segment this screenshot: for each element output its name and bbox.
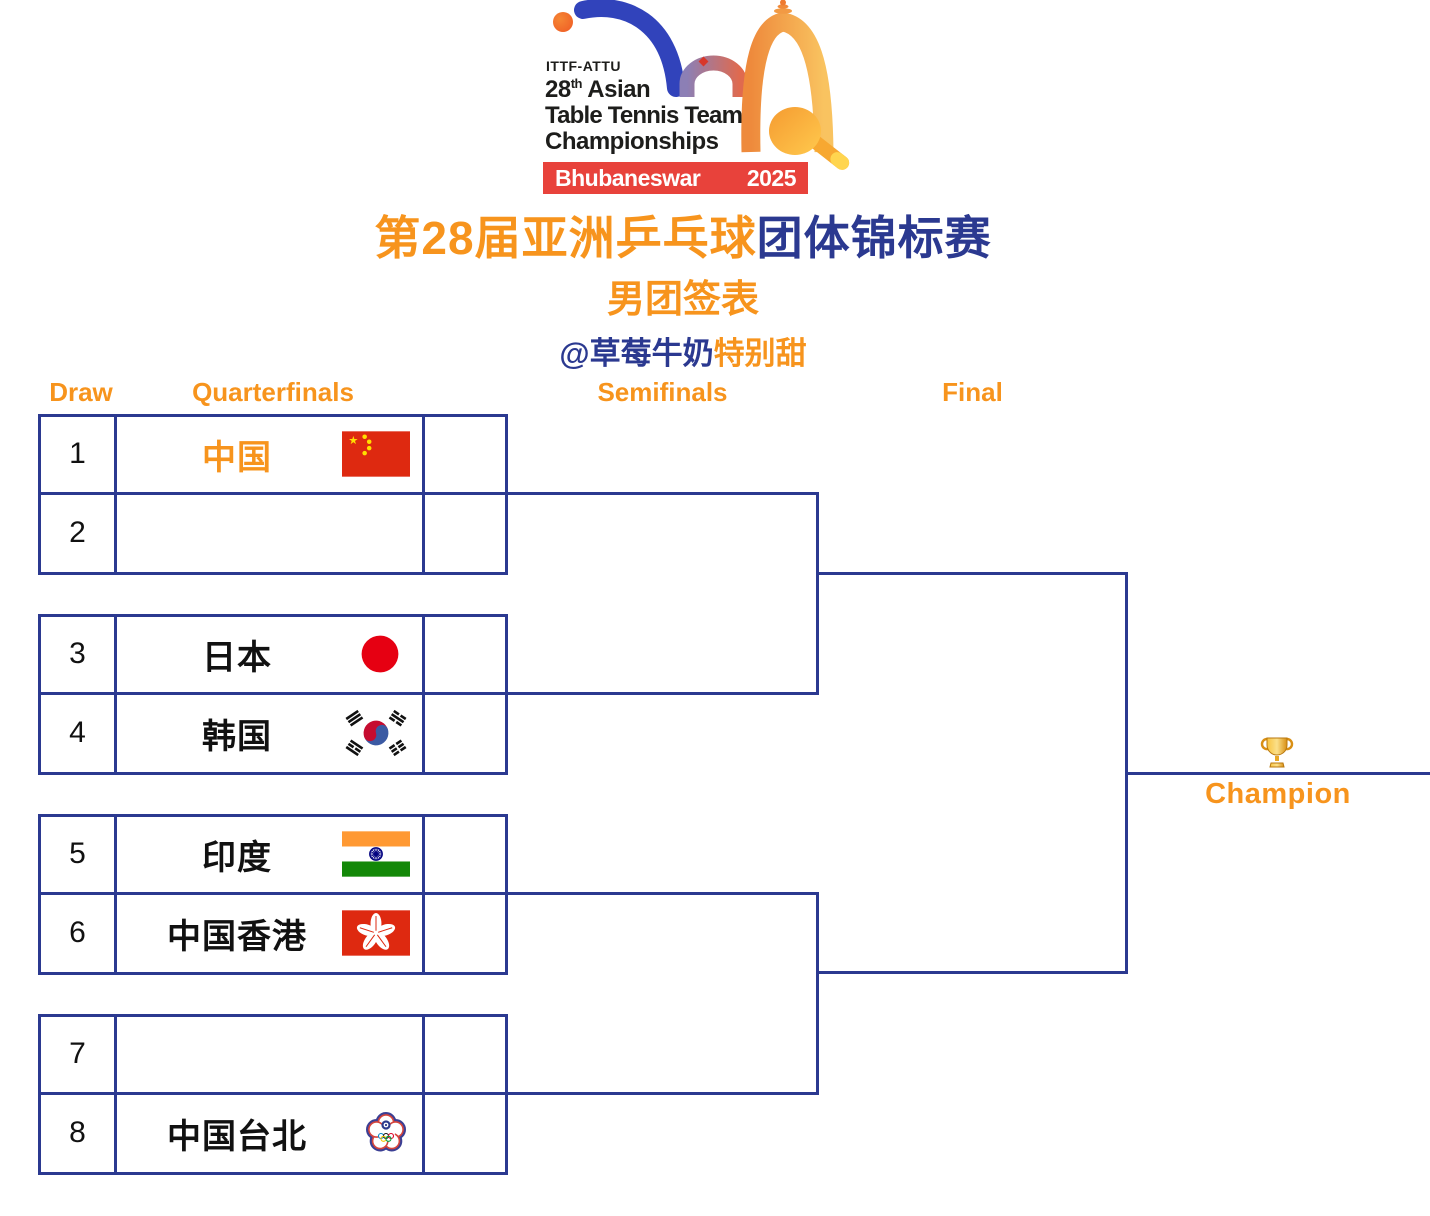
- sf1-bottom-line: [508, 692, 819, 695]
- header-draw: Draw: [49, 377, 113, 407]
- score-cell-3: [425, 617, 505, 695]
- temple-icon: [741, 12, 834, 153]
- team-cell-7: [117, 1017, 425, 1095]
- page-subtitle: 男团签表: [606, 279, 759, 321]
- champion-label: Champion: [1205, 778, 1351, 810]
- header-semifinals: Semifinals: [597, 377, 728, 407]
- page-title-blue: 团体锦标赛: [756, 212, 992, 264]
- gem-accent: [698, 56, 709, 67]
- score-cell-5: [425, 817, 505, 895]
- bracket-pair-4: 7 8 中国台北: [38, 1014, 508, 1175]
- banner-year: 2025: [746, 164, 797, 191]
- score-cell-1: [425, 417, 505, 495]
- team-name-china: 中国: [202, 438, 272, 477]
- bracket-pair-3: 5 印度 6 中国香港: [38, 814, 508, 975]
- sf1-winner-line: [819, 572, 1128, 575]
- arch-shape: [679, 55, 748, 97]
- ball-icon: [553, 12, 573, 32]
- team-name-south-korea: 韩国: [202, 717, 272, 756]
- logo-banner: Bhubaneswar 2025: [543, 162, 808, 194]
- sf2-top-line: [508, 892, 819, 895]
- credit-line: @草莓牛奶特别甜: [0, 328, 1366, 373]
- draw-number-1: 1: [41, 417, 117, 495]
- arc-swoosh: [574, 0, 685, 97]
- event-logo: ITTF-ATTU 28th Asian Table Tennis Team C…: [520, 0, 860, 198]
- team-name-japan: 日本: [202, 638, 272, 677]
- score-cell-4: [425, 695, 505, 773]
- team-cell-5: 印度: [117, 817, 425, 895]
- team-name-empty: [117, 495, 357, 573]
- hong-kong-flag: [342, 910, 410, 956]
- chinese-taipei-flag: [362, 1111, 410, 1156]
- paddle-icon: [769, 107, 850, 170]
- logo-edition-text: 28th Asian: [545, 76, 651, 103]
- logo-artwork: [553, 0, 850, 170]
- draw-number-3: 3: [41, 617, 117, 695]
- south-korea-flag: [342, 709, 410, 758]
- draw-number-6: 6: [41, 894, 117, 972]
- trophy-icon: [1260, 737, 1294, 768]
- draw-number-8: 8: [41, 1094, 117, 1172]
- team-cell-6: 中国香港: [117, 894, 425, 972]
- team-cell-3: 日本: [117, 617, 425, 695]
- team-name-empty: [117, 1017, 357, 1092]
- logo-event-name-line2: Championships: [545, 128, 719, 155]
- header-final: Final: [942, 377, 1003, 407]
- team-cell-4: 韩国: [117, 694, 425, 772]
- credit-suffix: 特别甜: [713, 336, 807, 371]
- japan-flag: [350, 631, 410, 678]
- team-name-india: 印度: [202, 838, 272, 877]
- bracket-pair-1: 1 中国 2: [38, 414, 508, 575]
- draw-number-5: 5: [41, 817, 117, 895]
- sf1-top-line: [508, 492, 819, 495]
- team-cell-8: 中国台北: [117, 1094, 425, 1172]
- logo-event-name-line1: Table Tennis Team: [545, 102, 743, 129]
- bracket-pair-2: 3 日本 4 韩国: [38, 614, 508, 775]
- sf2-winner-line: [819, 971, 1128, 974]
- score-cell-2: [425, 495, 505, 573]
- draw-number-2: 2: [41, 494, 117, 572]
- score-cell-8: [425, 1095, 505, 1173]
- china-flag: [342, 431, 410, 477]
- team-cell-2: [117, 494, 425, 573]
- draw-number-4: 4: [41, 694, 117, 772]
- champion-line: [1128, 772, 1430, 775]
- team-name-chinese-taipei: 中国台北: [167, 1117, 307, 1156]
- team-cell-1: 中国: [117, 417, 425, 495]
- sf1-vertical-line: [816, 492, 819, 695]
- page-title-orange: 第28届亚洲乒乓球: [374, 212, 757, 264]
- header-quarterfinals: Quarterfinals: [192, 377, 354, 407]
- logo-org-text: ITTF-ATTU: [546, 58, 621, 74]
- final-vertical-line: [1125, 572, 1128, 974]
- draw-number-7: 7: [41, 1017, 117, 1095]
- sf2-bottom-line: [508, 1092, 819, 1095]
- score-cell-6: [425, 895, 505, 973]
- banner-city: Bhubaneswar: [555, 164, 701, 191]
- india-flag: [342, 831, 410, 877]
- page-title: 第28届亚洲乒乓球团体锦标赛: [0, 202, 1366, 268]
- score-cell-7: [425, 1017, 505, 1095]
- sf2-vertical-line: [816, 892, 819, 1095]
- team-name-hong-kong: 中国香港: [167, 917, 307, 956]
- credit-handle: @草莓牛奶: [559, 336, 714, 371]
